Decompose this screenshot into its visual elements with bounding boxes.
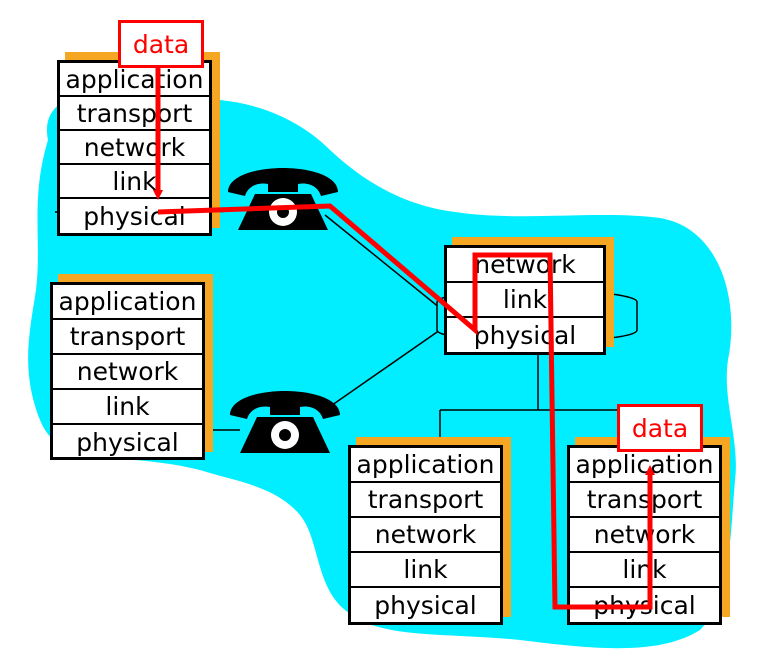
- layer-network: network: [570, 518, 719, 553]
- layer-transport: transport: [351, 483, 500, 518]
- layer-link: link: [53, 390, 202, 425]
- layer-physical: physical: [473, 320, 577, 350]
- layer-link: link: [351, 553, 500, 588]
- host-stack: application transport network link physi…: [50, 274, 213, 460]
- layer-application: application: [60, 63, 209, 97]
- layer-link: link: [570, 553, 719, 588]
- layer-application: application: [53, 285, 202, 320]
- layer-physical: physical: [76, 428, 179, 457]
- layer-application: application: [570, 448, 719, 483]
- layer-network: network: [447, 248, 603, 283]
- layer-link: link: [447, 283, 603, 318]
- layer-transport: transport: [570, 483, 719, 518]
- layer-link: link: [60, 165, 209, 199]
- layer-transport: transport: [53, 320, 202, 355]
- data-label-source: data: [118, 20, 204, 68]
- layer-physical: physical: [83, 201, 186, 231]
- layer-application: application: [351, 448, 500, 483]
- host-stack: application transport network link physi…: [57, 52, 220, 236]
- layer-physical: physical: [593, 591, 696, 620]
- layer-network: network: [53, 355, 202, 390]
- host-stack: application transport network link physi…: [567, 437, 730, 625]
- data-label-destination: data: [617, 404, 703, 452]
- layer-transport: transport: [60, 97, 209, 131]
- host-stack: application transport network link physi…: [348, 437, 511, 625]
- layer-physical: physical: [374, 591, 477, 620]
- layer-network: network: [351, 518, 500, 553]
- layer-network: network: [60, 131, 209, 165]
- router-stack: network link physical: [444, 237, 614, 355]
